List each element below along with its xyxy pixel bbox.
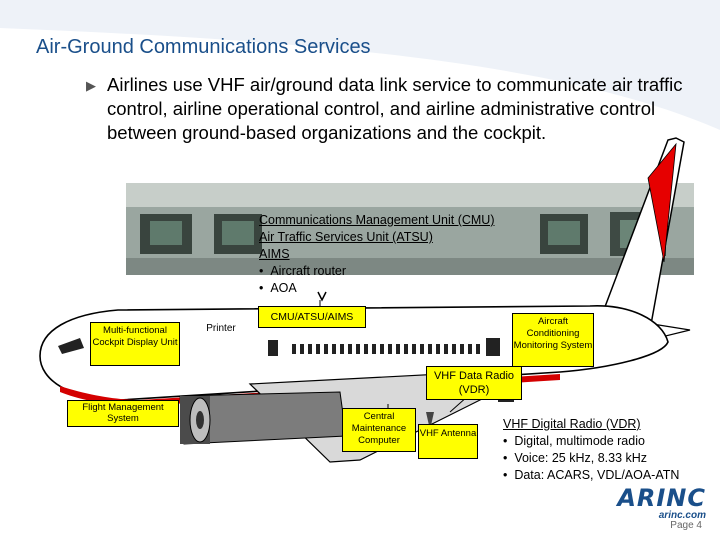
vdr-heading: VHF Digital Radio (VDR) bbox=[503, 417, 641, 431]
cmu-item-router: • Aircraft router bbox=[259, 264, 347, 278]
vdr-description: VHF Digital Radio (VDR) • Digital, multi… bbox=[503, 416, 679, 484]
aims-line: AIMS bbox=[259, 247, 290, 261]
cmu-item-aoa-text: AOA bbox=[270, 281, 297, 295]
vdr-item-data-text: Data: ACARS, VDL/AOA-ATN bbox=[514, 468, 680, 482]
page-number: Page 4 bbox=[670, 520, 702, 531]
vdr-item-voice: • Voice: 25 kHz, 8.33 kHz bbox=[503, 451, 648, 465]
cmu-line: Communications Management Unit (CMU) bbox=[259, 213, 495, 227]
arinc-site: arinc.com bbox=[658, 510, 706, 521]
cmu-item-aoa: • AOA bbox=[259, 281, 297, 295]
page-title: Air-Ground Communications Services bbox=[36, 36, 371, 58]
printer-label: Printer bbox=[192, 323, 250, 335]
vdr-item-digital: • Digital, multimode radio bbox=[503, 434, 645, 448]
bullet-arrow-icon: ▶ bbox=[86, 78, 96, 93]
atsu-line: Air Traffic Services Unit (ATSU) bbox=[259, 230, 433, 244]
arinc-logo: ARINC arinc.com bbox=[617, 486, 706, 522]
vhf-antenna-label: VHF Antenna bbox=[418, 424, 478, 459]
engine bbox=[179, 391, 347, 445]
arinc-logo-wordmark: ARINC bbox=[617, 484, 706, 512]
vdr-item-data: • Data: ACARS, VDL/AOA-ATN bbox=[503, 468, 680, 482]
cmc-label: Central Maintenance Computer bbox=[342, 408, 416, 452]
acms-label: Aircraft Conditioning Monitoring System bbox=[512, 313, 594, 367]
cmu-item-router-text: Aircraft router bbox=[270, 264, 347, 278]
cmu-atsu-aims-box: CMU/ATSU/AIMS bbox=[258, 306, 366, 328]
bullet-text: Airlines use VHF air/ground data link se… bbox=[107, 74, 683, 143]
vdr-item-voice-text: Voice: 25 kHz, 8.33 kHz bbox=[514, 451, 648, 465]
vdr-item-digital-text: Digital, multimode radio bbox=[514, 434, 645, 448]
fms-label: Flight Management System bbox=[67, 400, 179, 427]
mcdu-label: Multi-functional Cockpit Display Unit bbox=[90, 322, 180, 366]
cmu-description: Communications Management Unit (CMU) Air… bbox=[259, 212, 495, 297]
cockpit-panel-image bbox=[126, 183, 694, 275]
vdr-box: VHF Data Radio (VDR) bbox=[426, 366, 522, 400]
